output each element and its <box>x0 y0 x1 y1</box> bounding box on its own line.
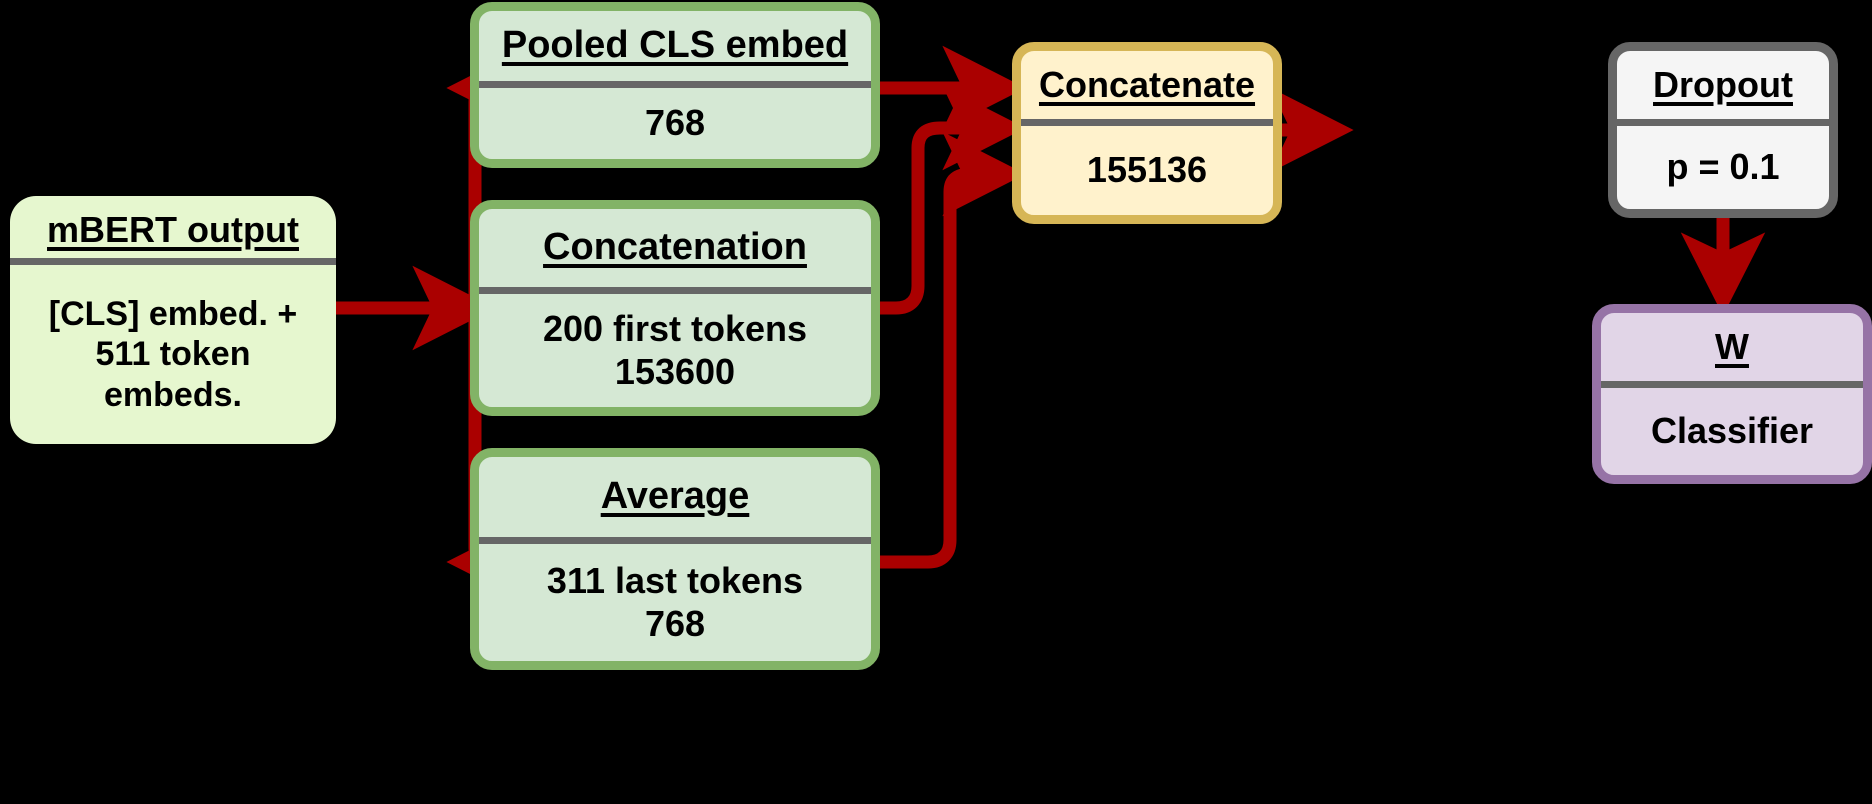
node-pooled-cls-embed[interactable]: Pooled CLS embed 768 <box>470 2 880 168</box>
node-mbert-output-body: [CLS] embed. + 511 token embeds. <box>48 295 298 414</box>
node-concatenation[interactable]: Concatenation 200 first tokens 153600 <box>470 200 880 416</box>
node-concatenation-body: 200 first tokens 153600 <box>542 308 808 392</box>
node-classifier[interactable]: W Classifier <box>1592 304 1872 484</box>
node-dropout-body-zone: p = 0.1 <box>1617 126 1829 209</box>
node-dropout-divider <box>1617 119 1829 126</box>
node-concatenation-title: Concatenation <box>543 226 807 269</box>
node-mbert-output-title: mBERT output <box>47 209 299 251</box>
node-classifier-divider <box>1601 381 1863 388</box>
node-dropout[interactable]: Dropout p = 0.1 <box>1608 42 1838 218</box>
node-dropout-title-zone: Dropout <box>1617 51 1829 119</box>
node-classifier-body-zone: Classifier <box>1601 388 1863 475</box>
node-concatenate-title-zone: Concatenate <box>1021 51 1273 119</box>
node-concatenation-body-zone: 200 first tokens 153600 <box>479 294 871 407</box>
node-concatenation-divider <box>479 287 871 294</box>
node-pooled-cls-body: 768 <box>644 102 706 144</box>
node-average-title-zone: Average <box>479 457 871 537</box>
node-concatenation-title-zone: Concatenation <box>479 209 871 287</box>
node-mbert-output-divider <box>10 258 336 265</box>
node-average-body-zone: 311 last tokens 768 <box>479 544 871 661</box>
edge-concatenation-to-concatenate <box>872 85 1026 315</box>
node-classifier-body: Classifier <box>1650 410 1814 452</box>
edge-average-to-concatenate <box>872 131 1026 569</box>
node-mbert-output-body-zone: [CLS] embed. + 511 token embeds. <box>10 265 336 444</box>
node-concatenate[interactable]: Concatenate 155136 <box>1012 42 1282 224</box>
node-pooled-cls-divider <box>479 81 871 88</box>
node-pooled-cls-title-zone: Pooled CLS embed <box>479 11 871 81</box>
node-mbert-output[interactable]: mBERT output [CLS] embed. + 511 token em… <box>10 196 336 444</box>
node-concatenate-divider <box>1021 119 1273 126</box>
node-average-title: Average <box>600 475 750 518</box>
node-pooled-cls-body-zone: 768 <box>479 88 871 159</box>
node-classifier-title-zone: W <box>1601 313 1863 381</box>
node-mbert-output-title-zone: mBERT output <box>10 196 336 258</box>
node-concatenate-title: Concatenate <box>1038 64 1256 106</box>
node-dropout-body: p = 0.1 <box>1666 146 1780 188</box>
node-concatenate-body-zone: 155136 <box>1021 126 1273 215</box>
node-pooled-cls-title: Pooled CLS embed <box>501 24 849 67</box>
node-classifier-title: W <box>1715 326 1749 368</box>
node-concatenate-body: 155136 <box>1086 149 1208 191</box>
node-dropout-title: Dropout <box>1653 64 1793 106</box>
node-average[interactable]: Average 311 last tokens 768 <box>470 448 880 670</box>
node-average-divider <box>479 537 871 544</box>
node-average-body: 311 last tokens 768 <box>546 560 804 644</box>
